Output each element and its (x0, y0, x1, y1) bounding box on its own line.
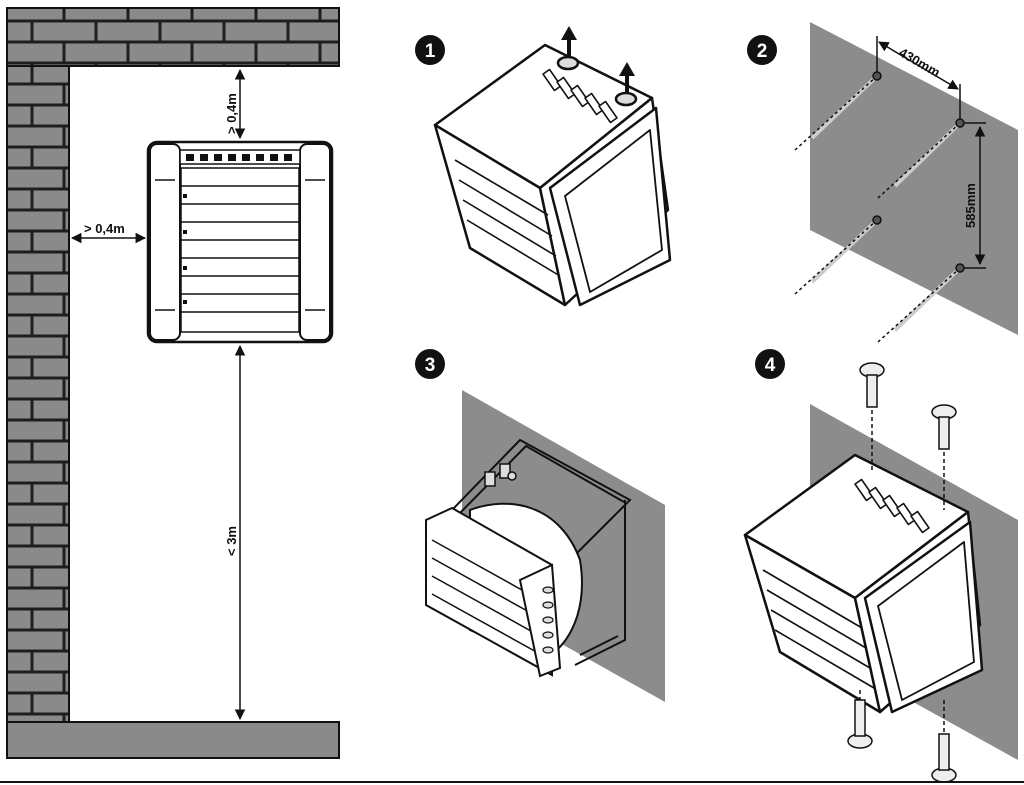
grille-slots (186, 154, 292, 161)
lift-arrow-icon (561, 26, 635, 92)
step-4-panel: 4 (743, 349, 1018, 783)
pipe-connector-icon (556, 55, 580, 71)
heater-front-view (146, 140, 334, 344)
screw-icon (847, 362, 957, 783)
height-dimension-label: 585mm (963, 183, 978, 228)
step-3-badge (415, 349, 445, 379)
screw-guides (859, 410, 945, 735)
step-2-number: 2 (757, 41, 768, 62)
pipe-connector-icon (614, 91, 638, 107)
anchor-bolts (794, 71, 965, 343)
step-1-badge (415, 35, 445, 65)
step-3-panel: 3 (415, 349, 665, 702)
step-3-number: 3 (425, 355, 436, 376)
brick-wall (6, 7, 340, 723)
clearance-diagram: > 0,4m > 0,4m < 3m (6, 7, 340, 759)
step-1-number: 1 (425, 41, 436, 62)
height-dimension (964, 122, 986, 269)
step-4-number: 4 (765, 355, 776, 376)
step-1-panel: 1 (415, 26, 672, 307)
width-dimension (876, 36, 961, 119)
floor-slab (6, 721, 340, 759)
floor-clearance-label: < 3m (224, 526, 239, 556)
valve-fittings-icon (484, 463, 517, 487)
heater-isometric (743, 453, 984, 714)
heater-isometric (433, 43, 672, 307)
top-clearance-label: > 0,4m (224, 93, 239, 134)
wall-panel (810, 22, 1018, 335)
heater-fan-housing (425, 502, 583, 678)
louvres (180, 167, 300, 333)
step-2-panel: 2 430mm 585mm (747, 22, 1018, 343)
step-4-badge (755, 349, 785, 379)
side-clearance-label: > 0,4m (84, 221, 125, 236)
step-2-badge (747, 35, 777, 65)
